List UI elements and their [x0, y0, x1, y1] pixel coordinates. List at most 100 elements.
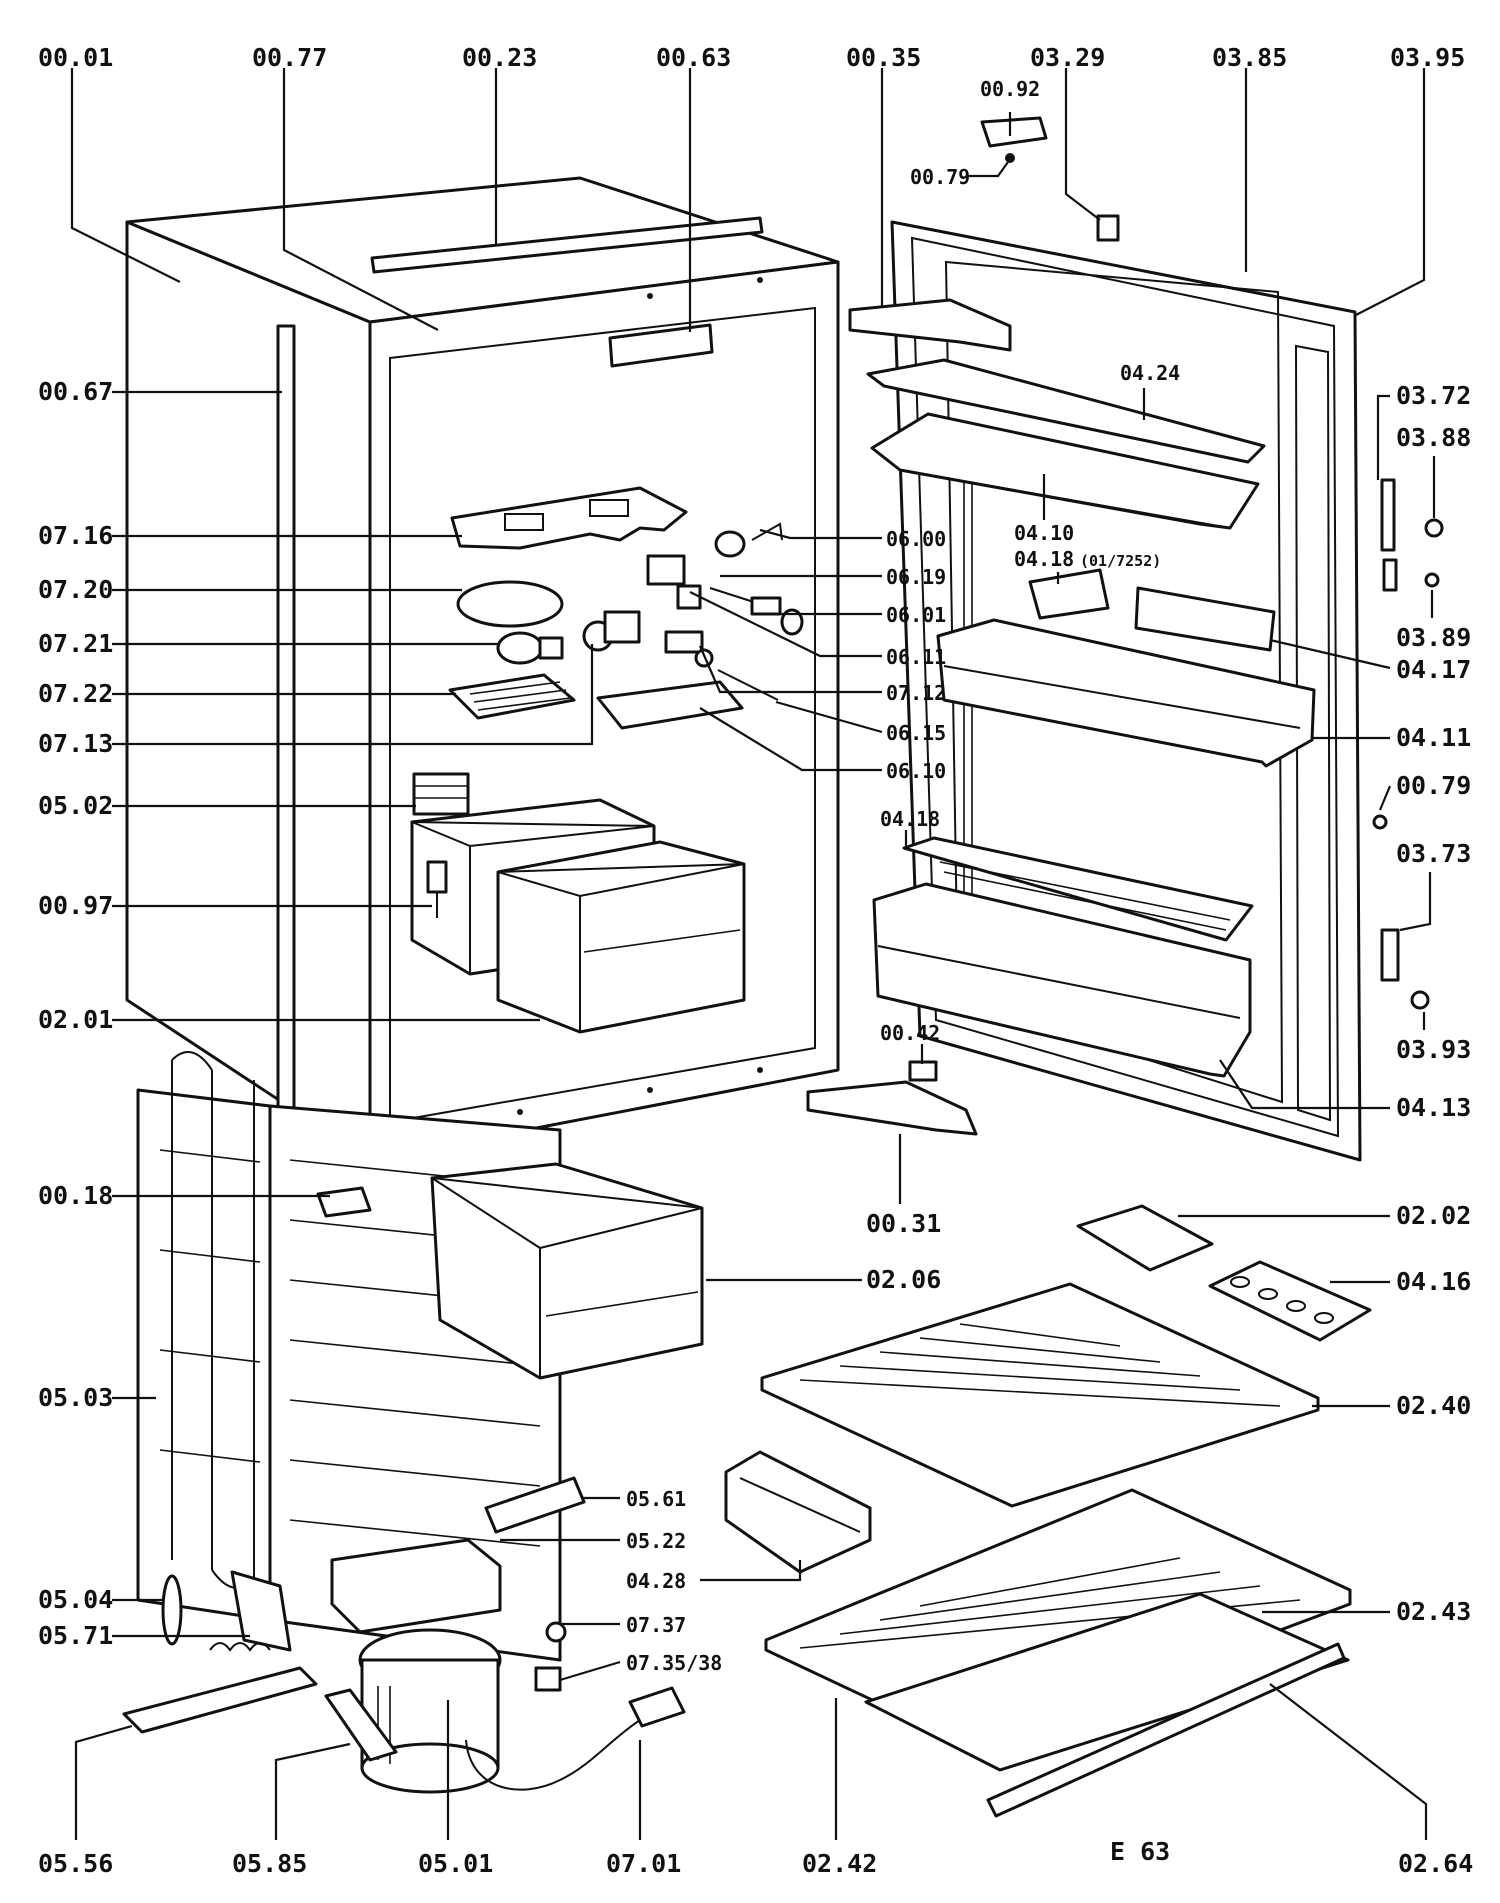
light-housing-07-16	[450, 486, 688, 550]
spacer-00-42	[908, 1060, 938, 1082]
bracket-05-85	[324, 1688, 398, 1762]
leader-lines	[70, 68, 1436, 1840]
label-06-01: 06.01	[886, 603, 946, 627]
label-00-63: 00.63	[656, 43, 731, 72]
hinge-pins-right	[1372, 478, 1444, 1010]
lamp-socket-07-13	[582, 610, 641, 652]
label-00-92: 00.92	[980, 77, 1040, 101]
label-00-67: 00.67	[38, 377, 113, 406]
grille-07-22	[448, 673, 576, 720]
label-06-10: 06.10	[886, 759, 946, 783]
label-00-35: 00.35	[846, 43, 921, 72]
bottle-bin-04-13	[872, 882, 1252, 1078]
cabinet	[125, 176, 840, 1162]
label-07-37: 07.37	[626, 1613, 686, 1637]
label-06-15: 06.15	[886, 721, 946, 745]
label-07-20: 07.20	[38, 575, 113, 604]
label-07-22: 07.22	[38, 679, 113, 708]
bottle-retainer-04-18	[902, 836, 1254, 942]
compressor-05-01	[330, 1538, 502, 1794]
label-00-79-top: 00.79	[910, 165, 970, 189]
label-04-18-note: (01/7252)	[1080, 552, 1161, 570]
label-00-42: 00.42	[880, 1021, 940, 1045]
sensor-00-97	[426, 860, 448, 918]
evaporator-05-02	[412, 772, 470, 816]
label-04-18-bottom: 04.18	[880, 807, 940, 831]
thermostat-parts	[596, 522, 804, 730]
label-00-77: 00.77	[252, 43, 327, 72]
label-03-93: 03.93	[1396, 1035, 1471, 1064]
part-labels: 00.01 00.77 00.23 00.63 00.35 00.92 00.7…	[38, 43, 1473, 1878]
label-03-73: 03.73	[1396, 839, 1471, 868]
hinge-00-31	[806, 1080, 978, 1136]
label-06-11: 06.11	[886, 645, 946, 669]
label-07-35-38: 07.35/38	[626, 1651, 722, 1675]
dish-04-28	[724, 1450, 872, 1574]
label-00-31: 00.31	[866, 1209, 941, 1238]
label-05-61: 05.61	[626, 1487, 686, 1511]
label-04-13: 04.13	[1396, 1093, 1471, 1122]
label-07-01: 07.01	[606, 1849, 681, 1878]
label-00-01: 00.01	[38, 43, 113, 72]
label-05-04: 05.04	[38, 1585, 113, 1614]
label-04-10: 04.10	[1014, 521, 1074, 545]
clip-00-18	[316, 1186, 372, 1218]
egg-tray-04-16	[1208, 1260, 1372, 1342]
bulb-07-21	[496, 631, 564, 665]
label-03-88: 03.88	[1396, 423, 1471, 452]
lamp-cover-07-20	[456, 580, 564, 628]
label-04-17: 04.17	[1396, 655, 1471, 684]
label-06-19: 06.19	[886, 565, 946, 589]
label-04-16: 04.16	[1396, 1267, 1471, 1296]
egg-lid-04-17	[1134, 586, 1276, 652]
label-00-18: 00.18	[38, 1181, 113, 1210]
label-00-79-right: 00.79	[1396, 771, 1471, 800]
label-03-89: 03.89	[1396, 623, 1471, 652]
label-02-01: 02.01	[38, 1005, 113, 1034]
label-05-56: 05.56	[38, 1849, 113, 1878]
label-04-18-top: 04.18	[1014, 547, 1074, 571]
label-02-43: 02.43	[1396, 1597, 1471, 1626]
label-05-02: 05.02	[38, 791, 113, 820]
label-03-72: 03.72	[1396, 381, 1471, 410]
hinge-00-35	[848, 298, 1012, 352]
side-rail	[276, 324, 296, 1176]
glass-shelf-02-40	[760, 1282, 1320, 1508]
plug-03-29	[1096, 214, 1120, 242]
label-05-01: 05.01	[418, 1849, 493, 1878]
label-02-42: 02.42	[802, 1849, 877, 1878]
label-03-95: 03.95	[1390, 43, 1465, 72]
bracket-05-56	[122, 1666, 318, 1734]
label-03-29: 03.29	[1030, 43, 1105, 72]
crisper-drawer-02-06	[430, 1162, 704, 1380]
label-02-02: 02.02	[1396, 1201, 1471, 1230]
capillary-05-04	[161, 1574, 183, 1646]
trim-02-64	[986, 1642, 1346, 1818]
label-00-97: 00.97	[38, 891, 113, 920]
label-07-21: 07.21	[38, 629, 113, 658]
label-02-06: 02.06	[866, 1265, 941, 1294]
label-06-00: 06.00	[886, 527, 946, 551]
label-05-22: 05.22	[626, 1529, 686, 1553]
freezer-drawer-02-01	[496, 840, 746, 1034]
power-cord-07-01	[465, 1686, 686, 1791]
label-02-64: 02.64	[1398, 1849, 1473, 1878]
door-bin-04-11	[936, 618, 1316, 768]
butter-holder-04-18	[1028, 568, 1110, 620]
drawing-code: E 63	[1110, 1837, 1170, 1866]
label-07-13: 07.13	[38, 729, 113, 758]
label-04-28: 04.28	[626, 1569, 686, 1593]
dryer-05-61	[484, 1476, 586, 1534]
hinge-cap-00-92	[980, 116, 1048, 163]
ice-tray-02-02	[1076, 1204, 1214, 1272]
spring	[209, 1642, 271, 1652]
plate-05-71	[230, 1570, 292, 1652]
label-04-11: 04.11	[1396, 723, 1471, 752]
door-shelf-04-24	[866, 358, 1266, 464]
label-04-24: 04.24	[1120, 361, 1180, 385]
shelf-02-42	[864, 1592, 1350, 1772]
label-05-71: 05.71	[38, 1621, 113, 1650]
label-07-16: 07.16	[38, 521, 113, 550]
label-07-12: 07.12	[886, 681, 946, 705]
